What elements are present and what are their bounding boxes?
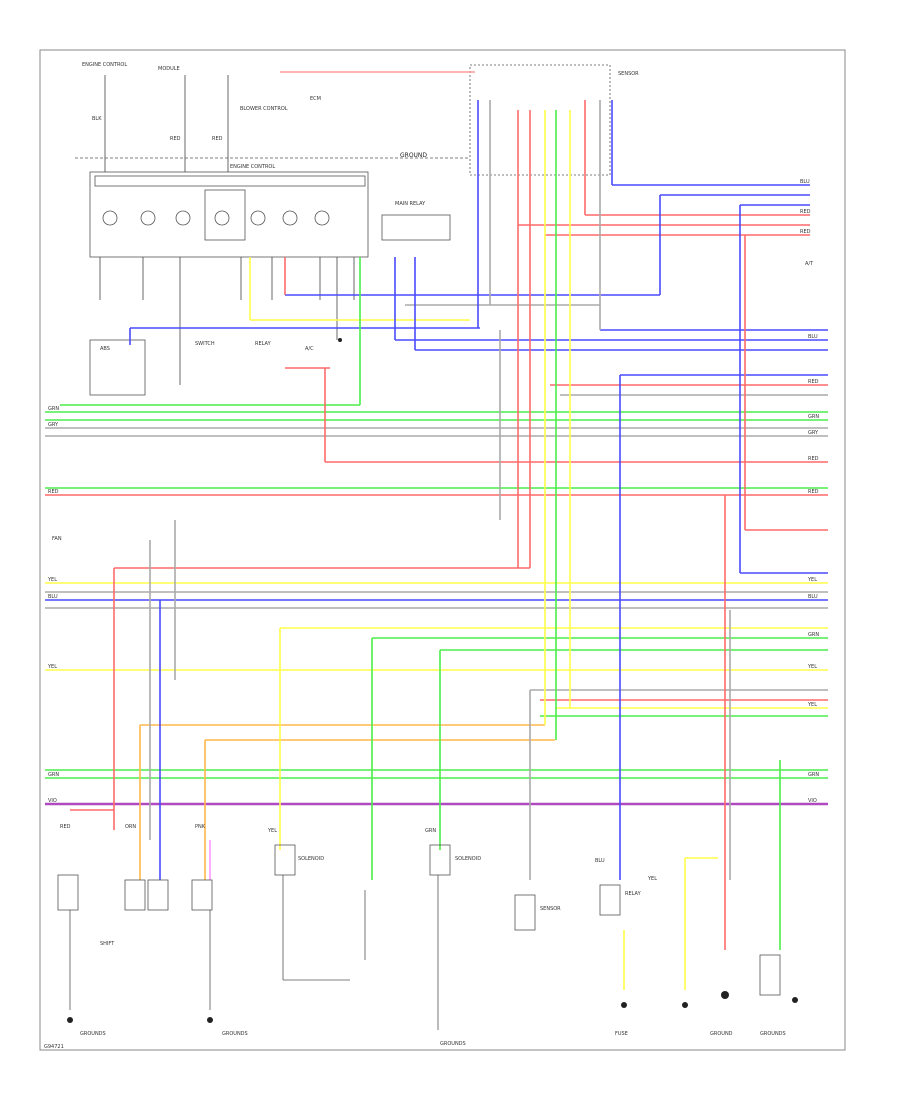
component-labels: ENGINE CONTROL MODULE BLOWER CONTROL ECM… bbox=[44, 62, 814, 1050]
top-right-connector bbox=[469, 64, 611, 176]
wire-label: RED bbox=[808, 489, 819, 495]
label: GROUNDS bbox=[440, 1041, 466, 1047]
horizontal-wires bbox=[45, 71, 828, 806]
ground-icon bbox=[721, 991, 729, 999]
ground-icon bbox=[67, 1017, 73, 1023]
module-transistors bbox=[102, 210, 330, 226]
label: ENGINE CONTROL bbox=[82, 62, 127, 68]
wire-label: BLU bbox=[595, 858, 605, 864]
module-stub-wires bbox=[99, 75, 355, 385]
wire-label: YEL bbox=[807, 702, 817, 708]
wire-code-labels: BLU RED RED BLU RED GRN GRY RED RED YEL … bbox=[47, 116, 819, 882]
wire-label: YEL bbox=[47, 664, 57, 670]
label: ENGINE CONTROL bbox=[230, 164, 275, 170]
lower-components bbox=[57, 844, 781, 1030]
wire-label: YEL bbox=[647, 876, 657, 882]
wire-label: BLU bbox=[808, 334, 818, 340]
wire-label: GRY bbox=[48, 422, 59, 428]
label: GROUND bbox=[400, 152, 427, 159]
label: SENSOR bbox=[540, 906, 561, 912]
wire-label: GRY bbox=[808, 430, 819, 436]
wire-label: RED bbox=[808, 456, 819, 462]
ground-icon bbox=[682, 1002, 688, 1008]
wire-label: BLK bbox=[92, 116, 102, 122]
wire-label: RED bbox=[170, 136, 181, 142]
label: GROUND bbox=[710, 1031, 733, 1037]
wire-label: RED bbox=[60, 824, 71, 830]
ground-icon bbox=[621, 1002, 627, 1008]
wire-label: RED bbox=[808, 379, 819, 385]
wire-label: VIO bbox=[48, 798, 57, 804]
wire-label: RED bbox=[212, 136, 223, 142]
label: FUSE bbox=[615, 1031, 628, 1037]
label: SENSOR bbox=[618, 71, 639, 77]
relay-box bbox=[381, 214, 451, 241]
wire-label: ORN bbox=[125, 824, 136, 830]
label: ABS bbox=[100, 346, 110, 352]
label: A/C bbox=[305, 346, 314, 352]
label: BLOWER CONTROL bbox=[240, 106, 288, 112]
control-module-header bbox=[94, 175, 366, 187]
label: A/T bbox=[805, 261, 814, 267]
wire-label: YEL bbox=[47, 577, 57, 583]
label: GROUNDS bbox=[760, 1031, 786, 1037]
left-module-box bbox=[89, 339, 146, 396]
diagram-frame bbox=[39, 49, 846, 1051]
label: SOLENOID bbox=[298, 856, 324, 862]
ground-icon bbox=[207, 1017, 213, 1023]
wire-label: YEL bbox=[267, 828, 277, 834]
wire-label: YEL bbox=[807, 577, 817, 583]
control-module-inner bbox=[204, 189, 246, 241]
label: SHIFT bbox=[100, 941, 115, 947]
vertical-wires bbox=[70, 100, 781, 990]
ground-symbols bbox=[67, 338, 798, 1023]
label: SOLENOID bbox=[455, 856, 481, 862]
control-module-box bbox=[89, 171, 369, 258]
wire-label: RED bbox=[800, 229, 811, 235]
wire-label: GRN bbox=[48, 406, 59, 412]
wire-label: GRN bbox=[808, 632, 819, 638]
label: MAIN RELAY bbox=[395, 201, 426, 207]
wire-label: BLU bbox=[800, 179, 810, 185]
label: SWITCH bbox=[195, 341, 215, 347]
wire-label: RED bbox=[800, 209, 811, 215]
wire-label: PNK bbox=[195, 824, 206, 830]
wire-label: RED bbox=[48, 489, 59, 495]
wire-label: GRN bbox=[425, 828, 436, 834]
wire-label: BLU bbox=[808, 594, 818, 600]
wire-label: VIO bbox=[808, 798, 817, 804]
wire-label: YEL bbox=[807, 664, 817, 670]
label: ECM bbox=[310, 96, 321, 102]
ground-icon bbox=[338, 338, 342, 342]
label: MODULE bbox=[158, 66, 180, 72]
wire-label: GRN bbox=[808, 772, 819, 778]
label: GROUNDS bbox=[222, 1031, 248, 1037]
wire-label: GRN bbox=[808, 414, 819, 420]
label: FAN bbox=[52, 536, 62, 542]
label: RELAY bbox=[625, 891, 642, 897]
label: RELAY bbox=[255, 341, 272, 347]
wire-label: BLU bbox=[48, 594, 58, 600]
footer-code: G94721 bbox=[44, 1044, 64, 1050]
label: GROUNDS bbox=[80, 1031, 106, 1037]
wire-label: GRN bbox=[48, 772, 59, 778]
ground-icon bbox=[792, 997, 798, 1003]
